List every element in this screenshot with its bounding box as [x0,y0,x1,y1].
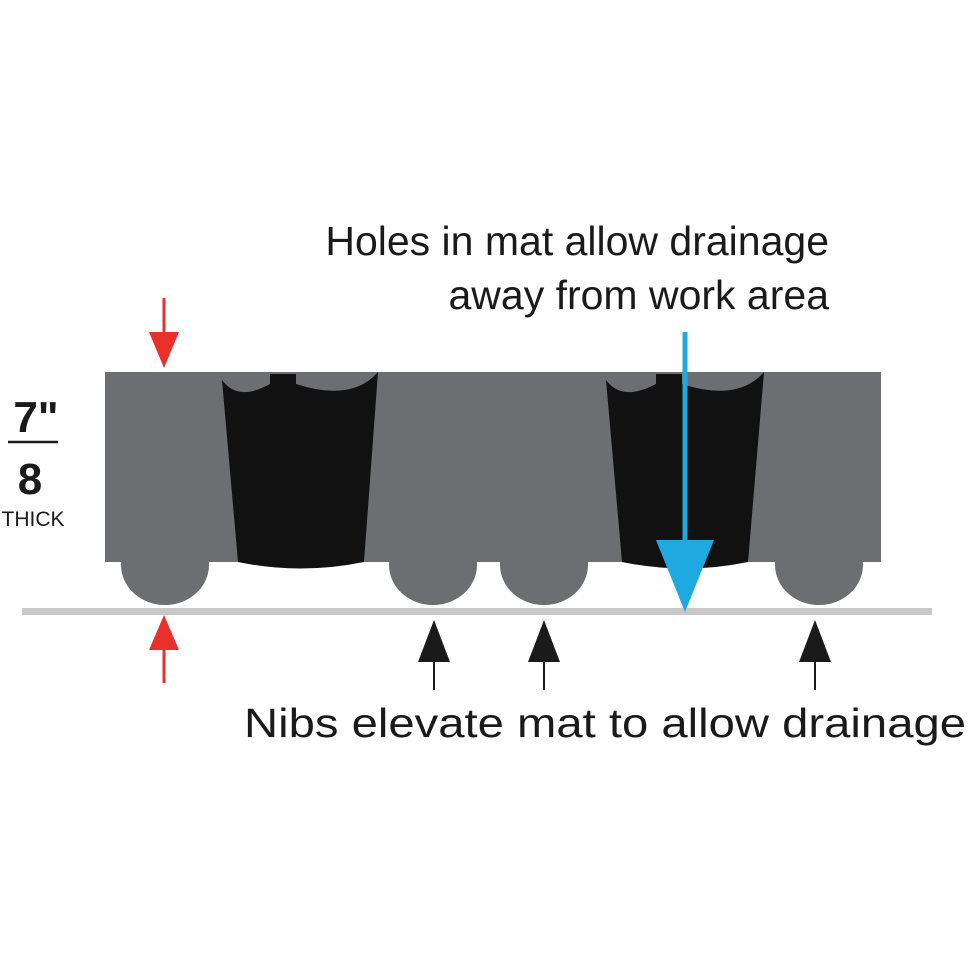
nib-pointer-arrow [418,620,450,690]
down-arrow-red-icon [149,332,179,368]
nib [500,560,588,605]
down-arrow-blue-icon [656,540,714,612]
nib-pointer-arrow [528,620,560,690]
up-arrow-black-icon [799,620,831,662]
nib [121,560,209,605]
floor-line [22,608,932,615]
holes-callout-line-2: away from work area [448,272,829,318]
nibs-callout: Nibs elevate mat to allow drainage [244,700,966,746]
drainage-hole [222,372,378,569]
thickness-unit: THICK [2,508,65,531]
nib-pointer-arrows [418,620,831,690]
up-arrow-black-icon [528,620,560,662]
thickness-bottom-arrow [149,615,179,683]
thickness-top-arrow [149,298,179,368]
up-arrow-red-icon [149,615,179,650]
mat-body [105,372,881,562]
nibs [121,560,863,605]
nib [775,560,863,605]
nib [389,560,477,605]
up-arrow-black-icon [418,620,450,662]
thickness-denominator: 8 [18,455,42,504]
nib-pointer-arrow [799,620,831,690]
drainage-arrow [656,332,714,612]
thickness-numerator: 7" [13,393,58,442]
holes-callout-line-1: Holes in mat allow drainage [325,218,829,264]
